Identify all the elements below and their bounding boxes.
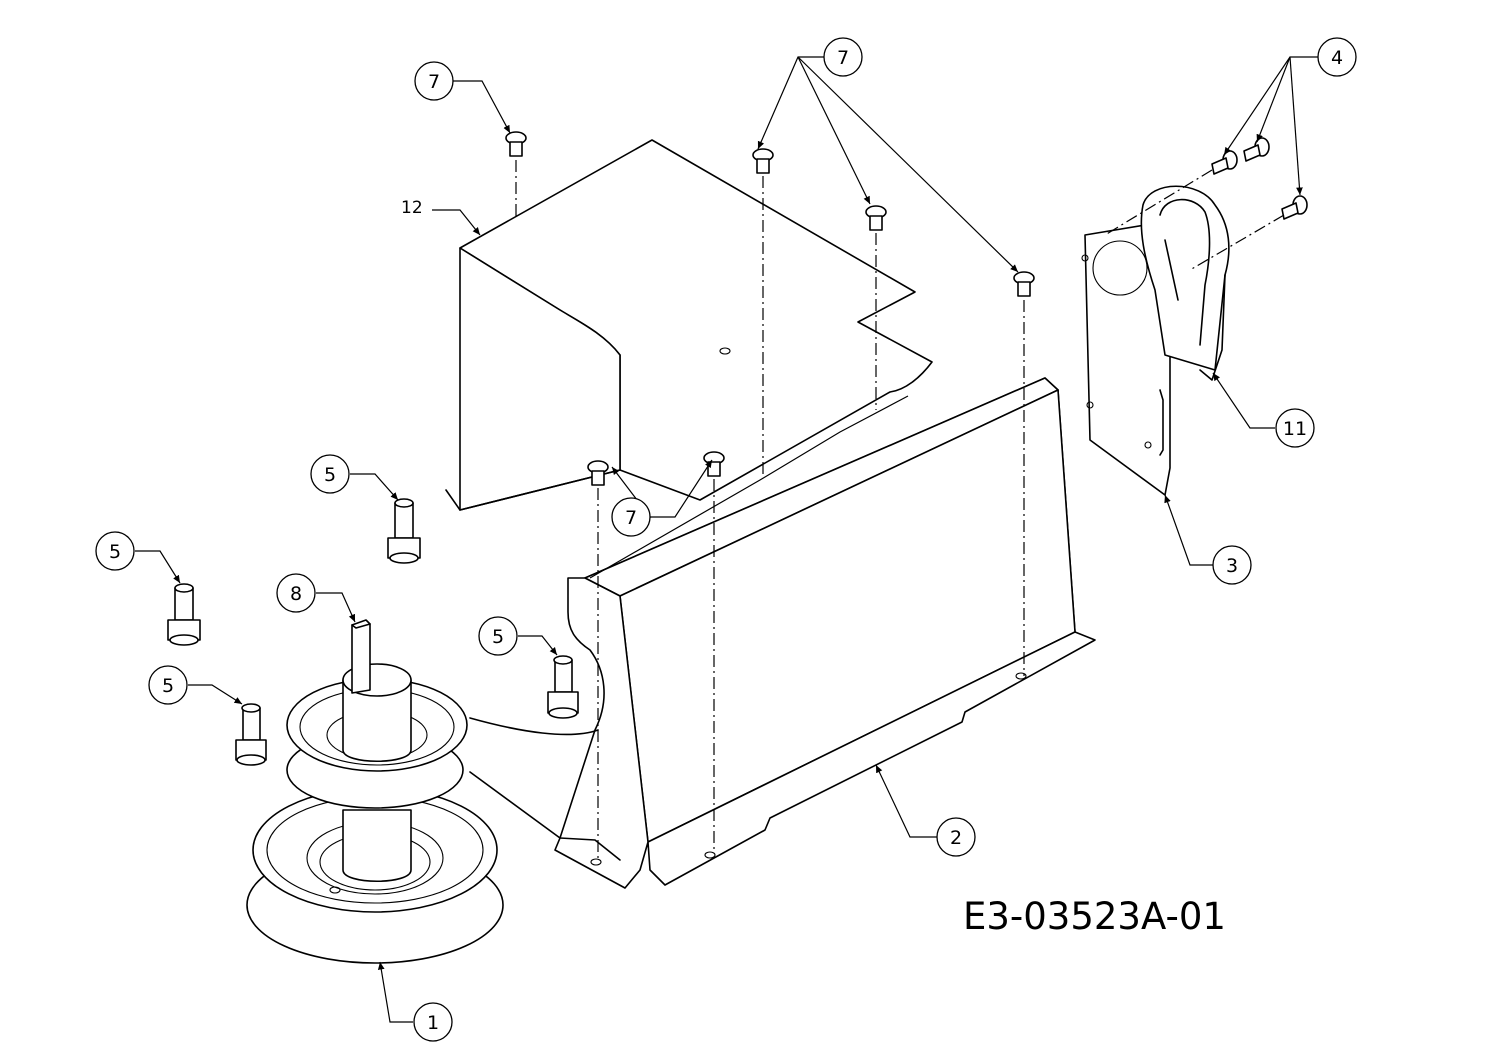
bolt-5b <box>167 583 201 646</box>
screw-7-3 <box>865 205 887 231</box>
svg-text:7: 7 <box>625 507 637 529</box>
callout-7-top-left: 7 <box>414 61 454 101</box>
callout-5-upper: 5 <box>310 454 350 494</box>
svg-text:3: 3 <box>1226 555 1238 577</box>
part-12-belt-cover <box>445 139 933 511</box>
callout-1: 1 <box>413 1002 453 1042</box>
screw-4-group <box>1211 137 1308 220</box>
svg-text:8: 8 <box>290 583 302 605</box>
bolt-5c <box>235 703 267 766</box>
svg-text:7: 7 <box>428 71 440 93</box>
callout-3: 3 <box>1212 545 1252 585</box>
callout-4: 4 <box>1317 37 1357 77</box>
callout-7-top: 7 <box>823 37 863 77</box>
svg-text:5: 5 <box>492 626 504 648</box>
part-8-key <box>351 619 371 694</box>
callout-11: 11 <box>1275 408 1315 448</box>
svg-text:4: 4 <box>1331 47 1343 69</box>
center-lines <box>515 160 1285 860</box>
svg-text:11: 11 <box>1283 418 1307 440</box>
svg-text:1: 1 <box>427 1012 439 1034</box>
callout-8: 8 <box>276 573 316 613</box>
screw-7-4 <box>1013 271 1035 297</box>
screw-7-group <box>505 131 1035 486</box>
callout-7-middle: 7 <box>611 497 651 537</box>
screw-7-5 <box>587 460 609 486</box>
bolt-5a <box>387 498 421 564</box>
screw-7-1 <box>505 131 527 157</box>
callout-5-left: 5 <box>95 531 135 571</box>
callout-5-lower: 5 <box>148 665 188 705</box>
screw-7-2 <box>752 148 774 174</box>
svg-text:7: 7 <box>837 47 849 69</box>
callout-12: 12 <box>401 198 423 218</box>
drawing-code: E3-03523A-01 <box>963 895 1226 938</box>
svg-text:5: 5 <box>162 675 174 697</box>
part-1-pulley-assembly <box>246 663 504 964</box>
bolt-5d <box>547 655 579 719</box>
callout-5-right: 5 <box>478 616 518 656</box>
svg-text:2: 2 <box>950 827 962 849</box>
callout-2: 2 <box>936 817 976 857</box>
leader-lines <box>135 56 1318 1023</box>
svg-text:5: 5 <box>109 541 121 563</box>
part-3-11-idler-bracket <box>1081 185 1230 496</box>
svg-text:5: 5 <box>324 464 336 486</box>
part-2-belt-housing <box>469 377 1096 889</box>
